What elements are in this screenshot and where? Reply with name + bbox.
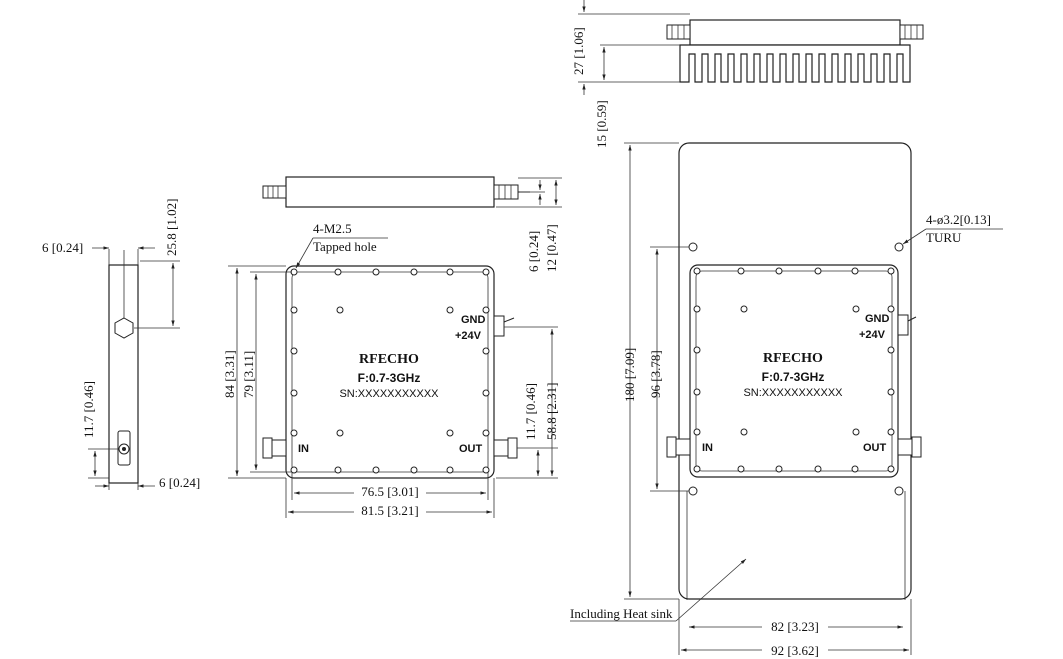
power-terminal-icon	[493, 315, 505, 337]
in-connector-icon	[271, 439, 287, 457]
dim-58-8: 58.8 [2.31]	[544, 383, 559, 440]
dim-96: 96 [3.78]	[648, 350, 663, 398]
power-label: +24V	[455, 330, 482, 342]
dim-82: 82 [3.23]	[771, 619, 819, 634]
dim-11-7: 11.7 [0.46]	[81, 381, 96, 438]
dim-84: 84 [3.31]	[222, 350, 237, 398]
out-connector-icon	[493, 439, 509, 457]
top-edge-view-heatsink: 27 [1.06] 15 [0.59]	[571, 0, 924, 148]
housing-outer	[285, 265, 495, 479]
side-connector-icon	[114, 317, 134, 339]
mount-hole	[688, 486, 698, 496]
gnd-label-right: GND	[865, 313, 890, 325]
tapped-hole-count: 4-M2.5	[313, 221, 352, 236]
housing-outer-right	[689, 264, 899, 478]
frequency-label: F:0.7-3GHz	[358, 371, 421, 385]
screw-grid	[290, 268, 490, 474]
dim-6-bottom: 6 [0.24]	[159, 475, 200, 490]
thru-hole-count: 4-ø3.2[0.13]	[926, 212, 991, 227]
heat-sink-fins	[679, 44, 911, 83]
serial-label-right: SN:XXXXXXXXXXX	[743, 387, 843, 399]
serial-label: SN:XXXXXXXXXXX	[339, 388, 439, 400]
dim-76-5: 76.5 [3.01]	[361, 484, 418, 499]
mount-hole	[894, 242, 904, 252]
mount-hole	[688, 242, 698, 252]
dim-12: 12 [0.47]	[544, 224, 559, 272]
dim-6-top: 6 [0.24]	[42, 240, 83, 255]
brand-label-right: RFECHO	[763, 351, 823, 366]
dim-79: 79 [3.11]	[241, 351, 256, 398]
in-label: IN	[298, 443, 309, 455]
dim-15: 15 [0.59]	[594, 100, 609, 148]
dim-27: 27 [1.06]	[571, 27, 586, 75]
gnd-label: GND	[461, 314, 486, 326]
mount-hole	[894, 486, 904, 496]
tapped-hole-label: Tapped hole	[313, 239, 377, 254]
out-label-right: OUT	[863, 442, 887, 454]
brand-label: RFECHO	[359, 352, 419, 367]
in-label-right: IN	[702, 442, 713, 454]
heat-sink-label: Including Heat sink	[570, 606, 673, 621]
top-edge-view-middle: 6 [0.24] 12 [0.47]	[262, 176, 562, 272]
screw-grid-right	[693, 267, 895, 473]
power-label-right: +24V	[859, 329, 886, 341]
dim-180: 180 [7.09]	[622, 348, 637, 402]
front-view-heatsink: RFECHO F:0.7-3GHz SN:XXXXXXXXXXX IN OUT …	[570, 142, 1003, 658]
out-label: OUT	[459, 443, 483, 455]
dim-11-7-right: 11.7 [0.46]	[523, 383, 538, 440]
frequency-label-right: F:0.7-3GHz	[762, 370, 825, 384]
connector-left-icon	[262, 185, 287, 199]
front-view-middle: RFECHO F:0.7-3GHz SN:XXXXXXXXXXX IN OUT …	[222, 221, 559, 518]
dim-25-8: 25.8 [1.02]	[164, 199, 179, 256]
dim-6-right: 6 [0.24]	[526, 231, 541, 272]
side-view: 6 [0.24] 25.8 [1.02] 11.7 [0.46] 6 [0.24…	[42, 199, 200, 490]
thru-hole-label: TURU	[926, 230, 962, 245]
connector-right-icon	[493, 184, 519, 200]
dim-92: 92 [3.62]	[771, 643, 819, 658]
dim-81-5: 81.5 [3.21]	[361, 503, 418, 518]
